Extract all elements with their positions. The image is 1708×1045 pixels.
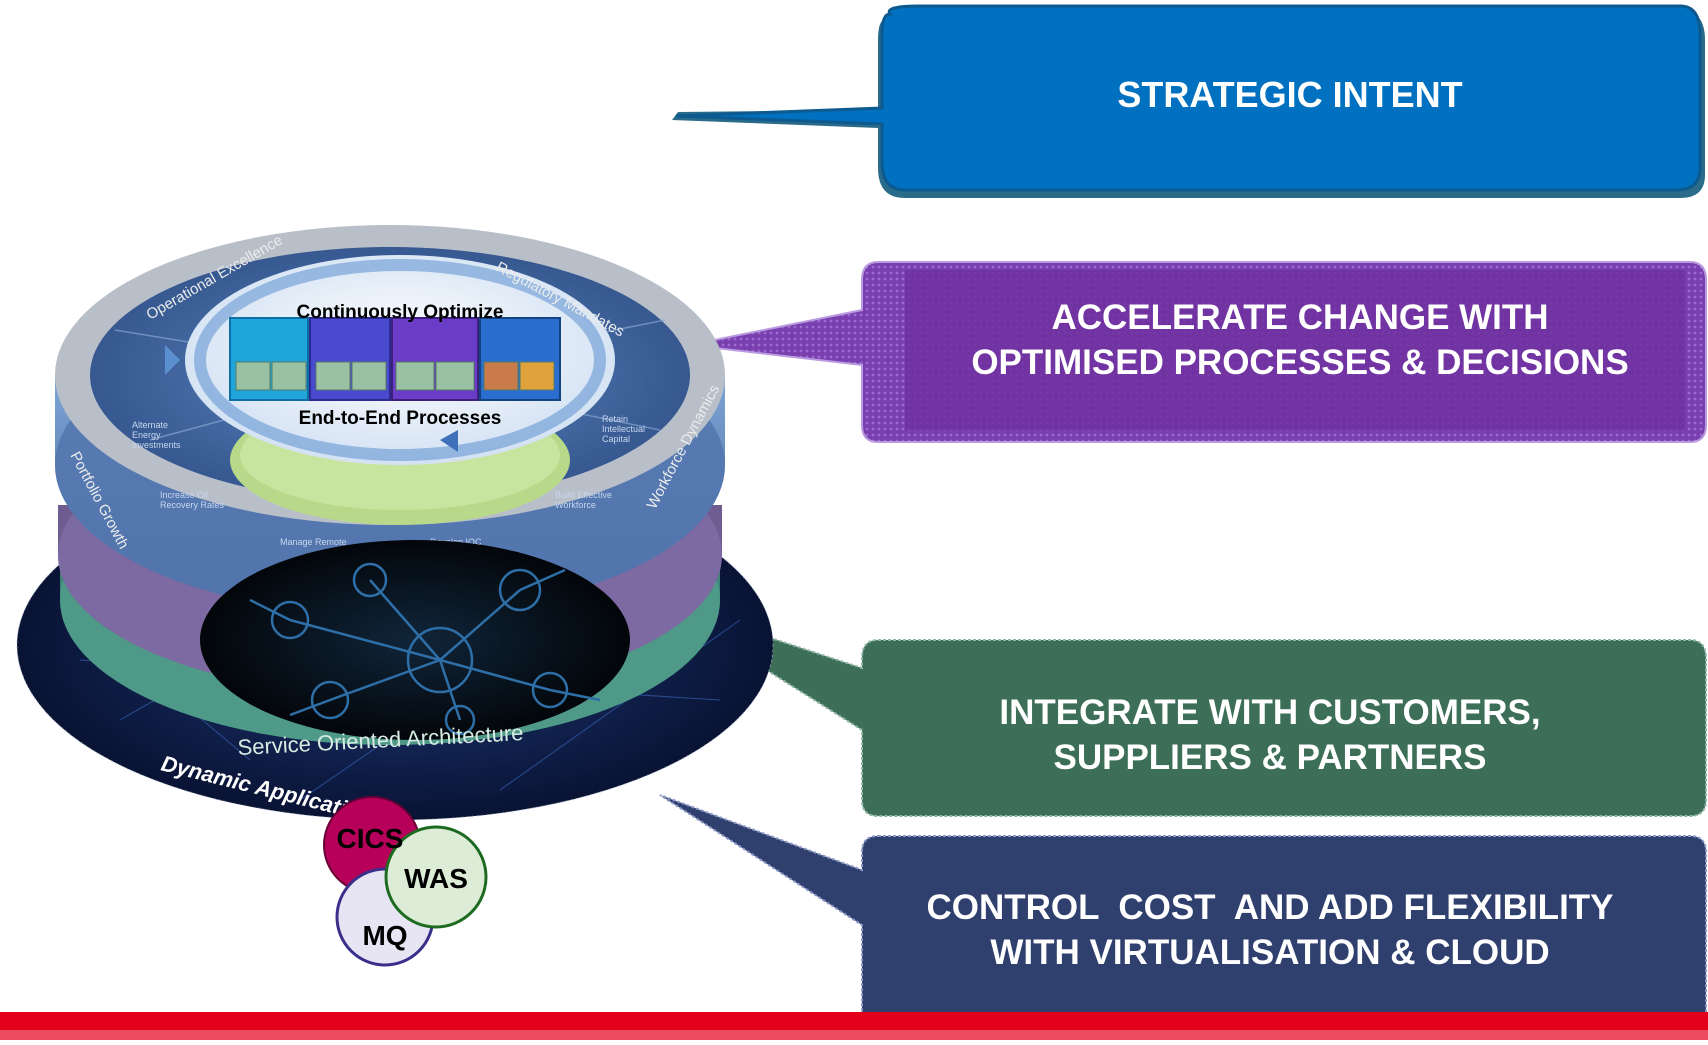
product-circles: CICS WAS MQ (323, 796, 488, 967)
svg-text:Increase Oil: Increase Oil (160, 490, 208, 500)
svg-text:Energy: Energy (132, 430, 161, 440)
accelerate-line-2: OPTIMISED PROCESSES & DECISIONS (971, 343, 1629, 382)
control-callout (659, 794, 1707, 1033)
process-boxes (229, 317, 561, 401)
strategic-intent-callout (672, 4, 1705, 198)
integrate-line-2: SUPPLIERS & PARTNERS (1053, 738, 1487, 777)
was-label: WAS (404, 863, 468, 894)
svg-text:Build Effective: Build Effective (555, 490, 612, 500)
accelerate-line-1: ACCELERATE CHANGE WITH (1051, 297, 1549, 337)
strategic-intent-label: STRATEGIC INTENT (1117, 73, 1463, 115)
continuously-optimize-label: Continuously Optimize (297, 302, 504, 323)
cics-label: CICS (337, 823, 404, 854)
mq-label: MQ (362, 920, 407, 951)
control-line-1: CONTROL COST AND ADD FLEXIBILITY (926, 887, 1614, 927)
strategic-intent-bubble (675, 4, 1702, 192)
svg-text:Manage Remote: Manage Remote (280, 537, 347, 547)
svg-text:Capital: Capital (602, 434, 630, 444)
network-graph (249, 562, 601, 736)
svg-text:Investments: Investments (132, 440, 181, 450)
integrate-line-1: INTEGRATE WITH CUSTOMERS, (999, 692, 1541, 732)
end-to-end-processes-label: End-to-End Processes (299, 408, 502, 429)
svg-text:Alternate: Alternate (132, 420, 168, 430)
accelerate-callout (689, 261, 1707, 443)
control-line-2: WITH VIRTUALISATION & CLOUD (990, 933, 1550, 972)
svg-text:Retain: Retain (602, 414, 628, 424)
strategic-intent-text: STRATEGIC INTENT (880, 60, 1700, 130)
svg-text:Workforce: Workforce (555, 500, 596, 510)
layered-stack: Alternate Energy Investments Increase Oi… (16, 225, 774, 863)
control-text: CONTROL COST AND ADD FLEXIBILITY WITH VI… (875, 875, 1665, 985)
svg-text:Intellectual: Intellectual (602, 424, 645, 434)
was-circle (384, 825, 488, 929)
accelerate-text: ACCELERATE CHANGE WITH OPTIMISED PROCESS… (905, 285, 1695, 395)
integrate-callout (654, 599, 1707, 817)
bottom-red-bar (0, 1012, 1708, 1040)
svg-text:Recovery Rates: Recovery Rates (160, 500, 225, 510)
integrate-text: INTEGRATE WITH CUSTOMERS, SUPPLIERS & PA… (875, 680, 1665, 790)
